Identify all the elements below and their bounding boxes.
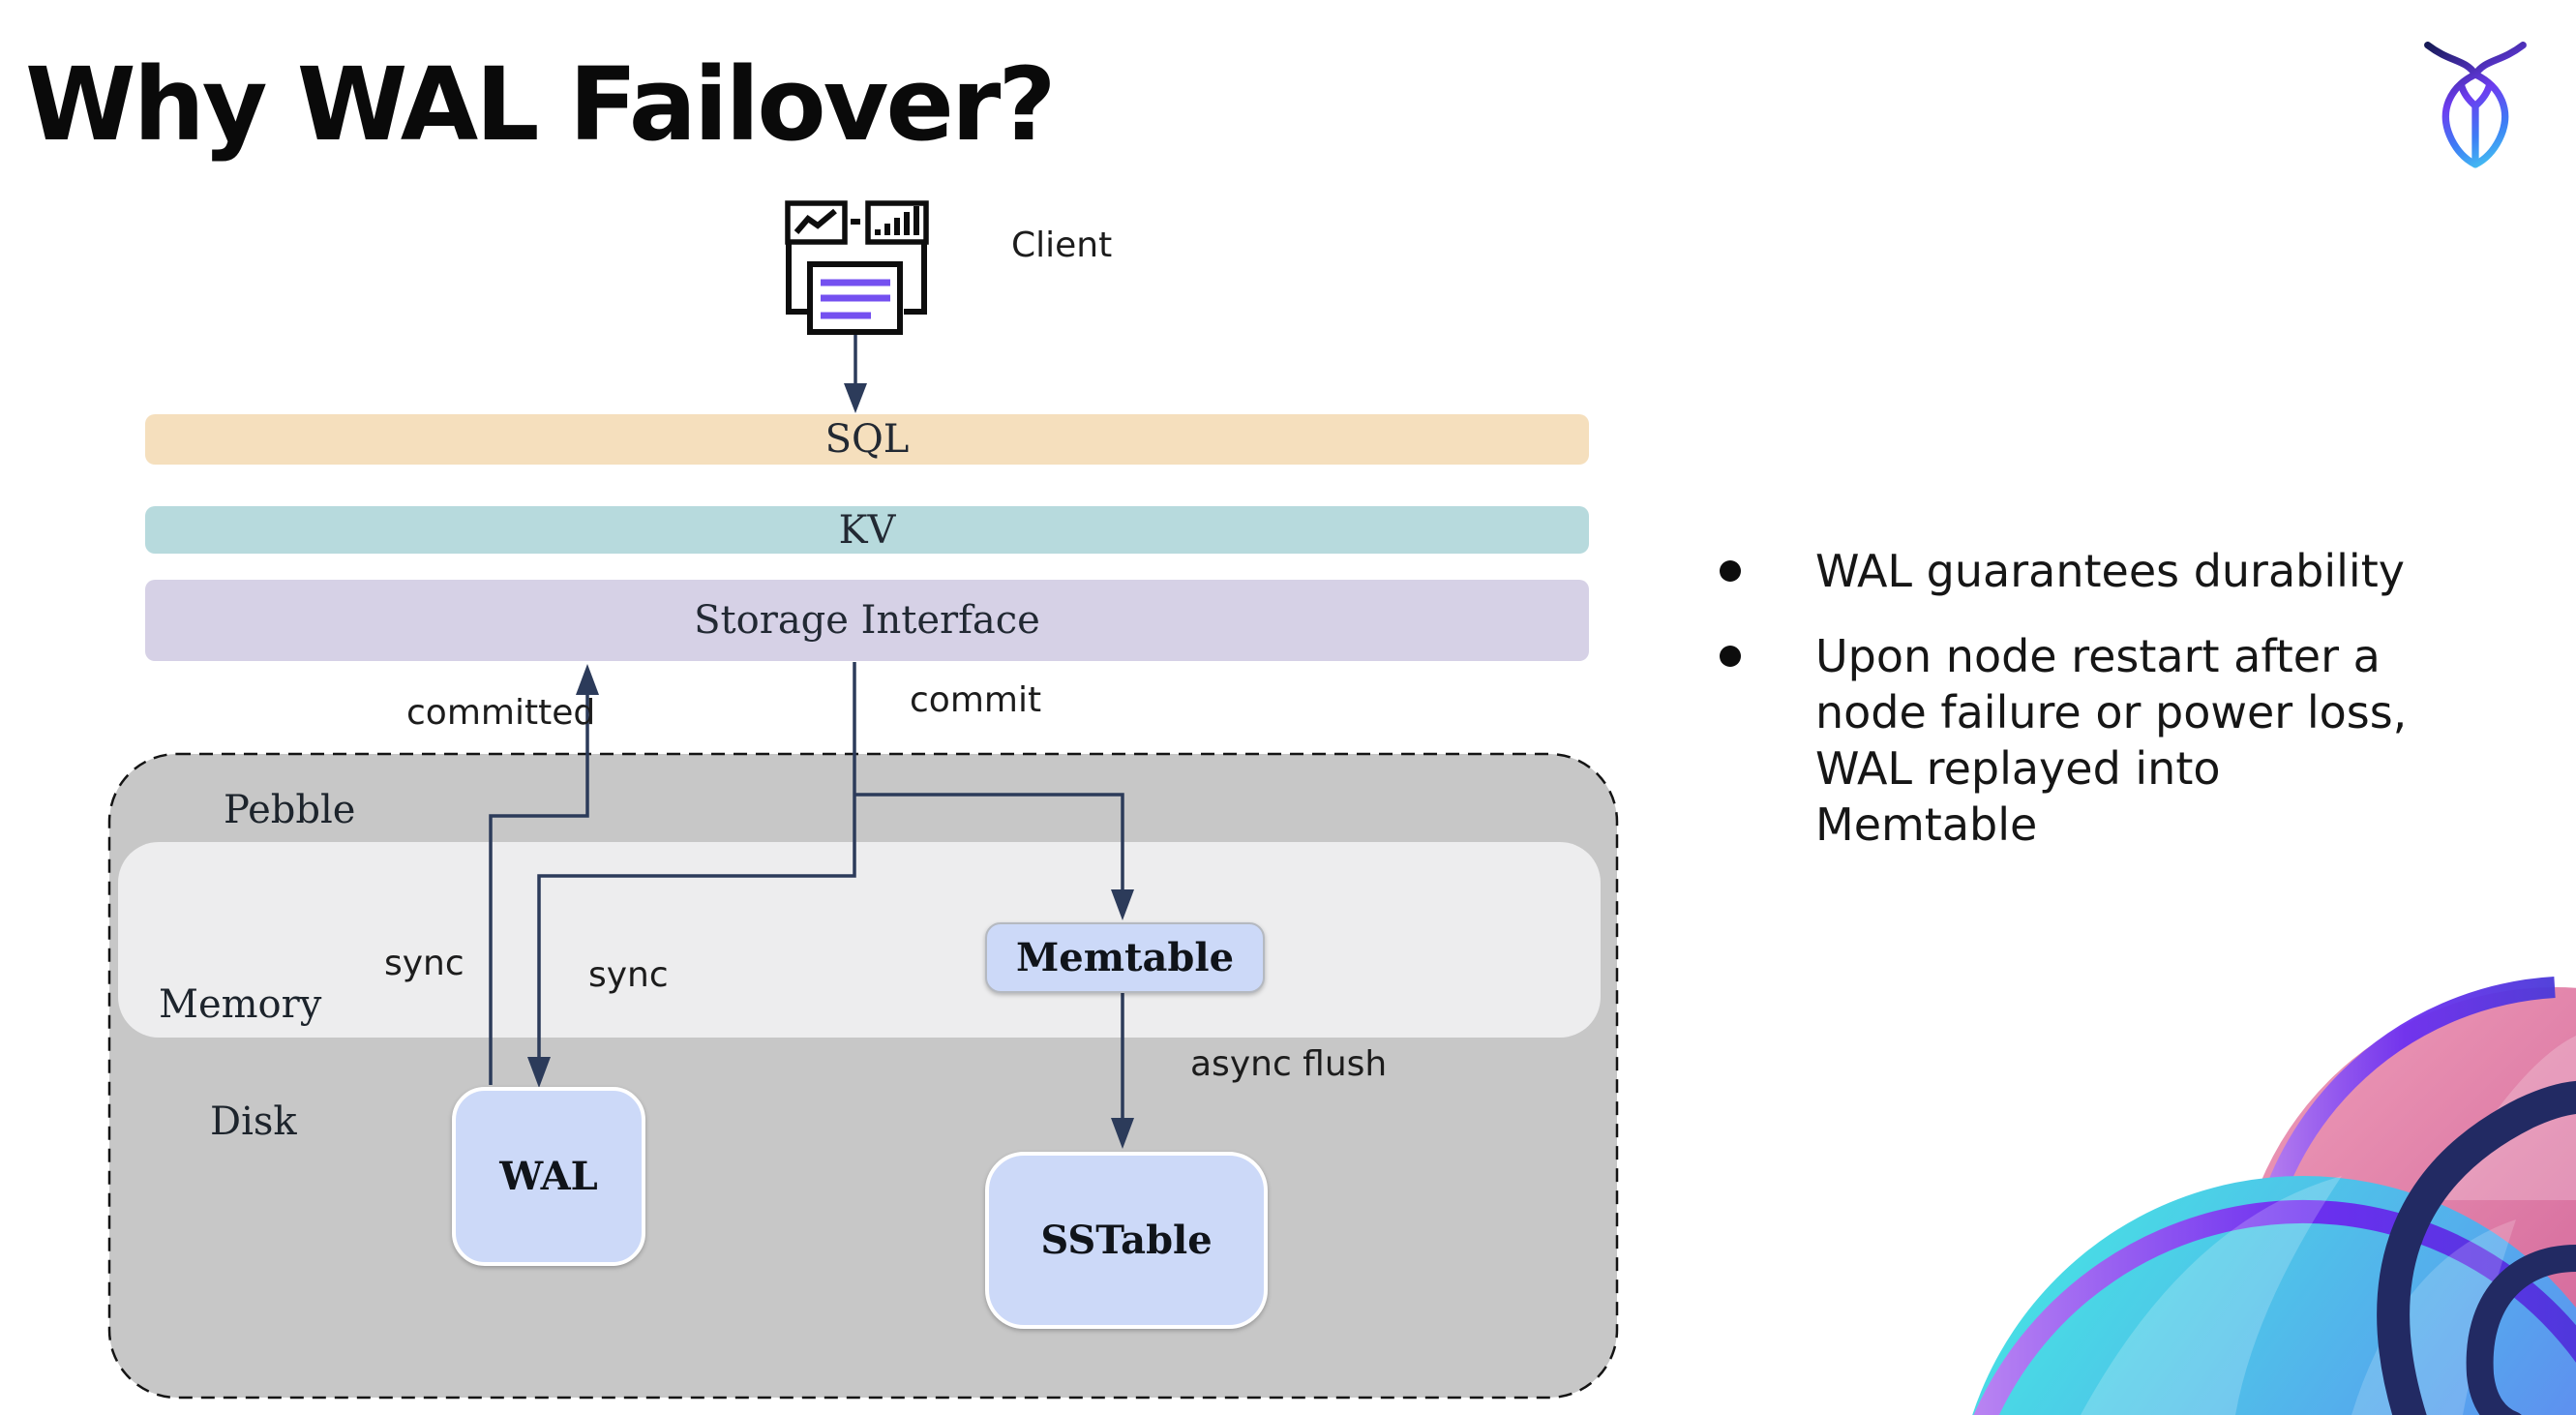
async-flush-edge-label: async flush [1190,1044,1388,1084]
layer-storage-label: Storage Interface [694,598,1040,643]
committed-arrow [489,694,589,1085]
wal-node: WAL [452,1087,645,1266]
pebble-zone-label: Pebble [224,788,356,832]
bar-chart-glyph [875,206,919,235]
page-title: Why WAL Failover? [25,45,1057,164]
commit-to-memtable-arrow [854,793,1124,891]
document-lines [821,279,890,319]
bullet-text: WAL guarantees durability [1815,545,2405,597]
bullet-item: WAL guarantees durability [1698,543,2434,599]
disk-zone-label: Disk [210,1099,297,1144]
memory-band [118,842,1601,1038]
layer-kv-label: KV [838,507,896,553]
committed-edge-label: committed [406,693,596,733]
sync-edge-label-1: sync [384,944,464,983]
cockroachdb-logo-icon [2424,42,2527,168]
layer-kv: KV [145,506,1589,554]
layer-storage-interface: Storage Interface [145,580,1589,661]
wal-node-label: WAL [499,1154,598,1199]
client-label: Client [1011,226,1113,265]
sync-edge-label-2: sync [588,955,669,995]
arrowheads [527,383,1134,1149]
commit-edge-label: commit [910,680,1042,720]
bullet-list: WAL guarantees durability Upon node rest… [1698,543,2434,882]
sstable-node: SSTable [985,1152,1268,1329]
bullet-item: Upon node restart after a node failure o… [1698,628,2434,853]
layer-sql: SQL [145,414,1589,465]
pebble-container [107,752,1619,1400]
layer-sql-label: SQL [824,417,910,462]
bullet-text: Upon node restart after a node failure o… [1815,630,2408,851]
sstable-node-label: SSTable [1040,1218,1213,1263]
memory-zone-label: Memory [159,982,322,1027]
memtable-node-label: Memtable [1015,935,1235,980]
client-icon [785,200,929,335]
memtable-node: Memtable [985,922,1265,993]
